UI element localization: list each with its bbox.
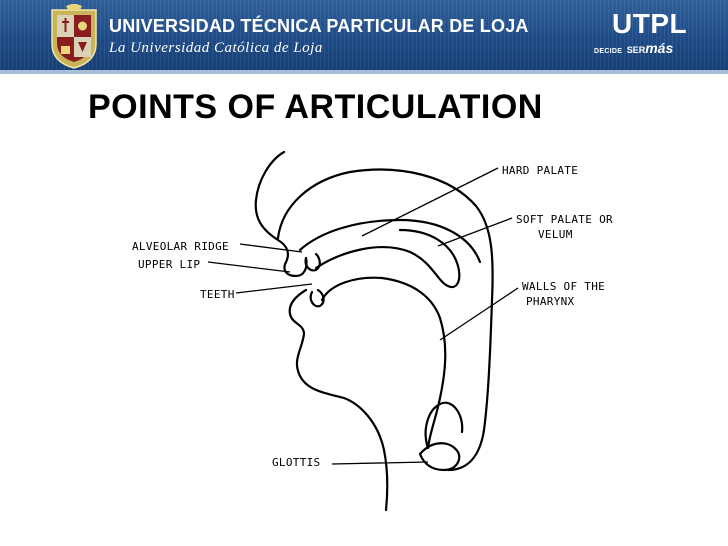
leader-walls bbox=[439, 287, 519, 341]
larynx bbox=[418, 442, 461, 472]
label-walls-1: WALLS OF THE bbox=[522, 280, 605, 293]
label-glottis: GLOTTIS bbox=[272, 456, 320, 469]
leader-alveolar bbox=[239, 243, 303, 253]
university-tagline: La Universidad Católica de Loja bbox=[109, 40, 323, 56]
slogan-part3: más bbox=[645, 40, 674, 56]
header-banner: UNIVERSIDAD TÉCNICA PARTICULAR DE LOJA L… bbox=[0, 0, 728, 74]
hard-palate-line bbox=[298, 218, 482, 264]
label-hard-palate: HARD PALATE bbox=[502, 164, 578, 177]
leader-glottis bbox=[331, 461, 429, 465]
pharynx-wall bbox=[446, 298, 494, 472]
brand-logo: UTPL bbox=[612, 8, 688, 39]
banner-texture bbox=[0, 0, 728, 74]
leader-hard-palate bbox=[361, 167, 499, 237]
upper-teeth bbox=[304, 252, 321, 272]
banner-divider bbox=[0, 70, 728, 74]
face-outline bbox=[254, 150, 308, 278]
slogan-part1: DECIDE bbox=[594, 48, 623, 55]
leader-teeth bbox=[235, 283, 313, 294]
leader-soft-palate bbox=[437, 217, 513, 247]
label-upper-lip: UPPER LIP bbox=[138, 258, 200, 271]
label-soft-palate-1: SOFT PALATE OR bbox=[516, 213, 613, 226]
label-soft-palate-2: VELUM bbox=[538, 228, 573, 241]
leader-upper-lip bbox=[207, 261, 291, 273]
brand-slogan: DECIDE SERmás bbox=[594, 40, 673, 58]
chin-outline bbox=[288, 288, 389, 512]
tongue bbox=[320, 276, 447, 450]
velum bbox=[314, 228, 461, 289]
university-crest-icon bbox=[51, 4, 97, 69]
palate-roof bbox=[276, 168, 494, 302]
lower-teeth bbox=[309, 288, 325, 308]
slogan-part2: SER bbox=[626, 45, 646, 55]
label-walls-2: PHARYNX bbox=[526, 295, 575, 308]
slide-title: POINTS OF ARTICULATION bbox=[88, 88, 543, 126]
label-teeth: TEETH bbox=[200, 288, 235, 301]
label-alveolar-ridge: ALVEOLAR RIDGE bbox=[132, 240, 229, 253]
epiglottis bbox=[424, 401, 464, 450]
university-name: UNIVERSIDAD TÉCNICA PARTICULAR DE LOJA bbox=[109, 16, 529, 36]
